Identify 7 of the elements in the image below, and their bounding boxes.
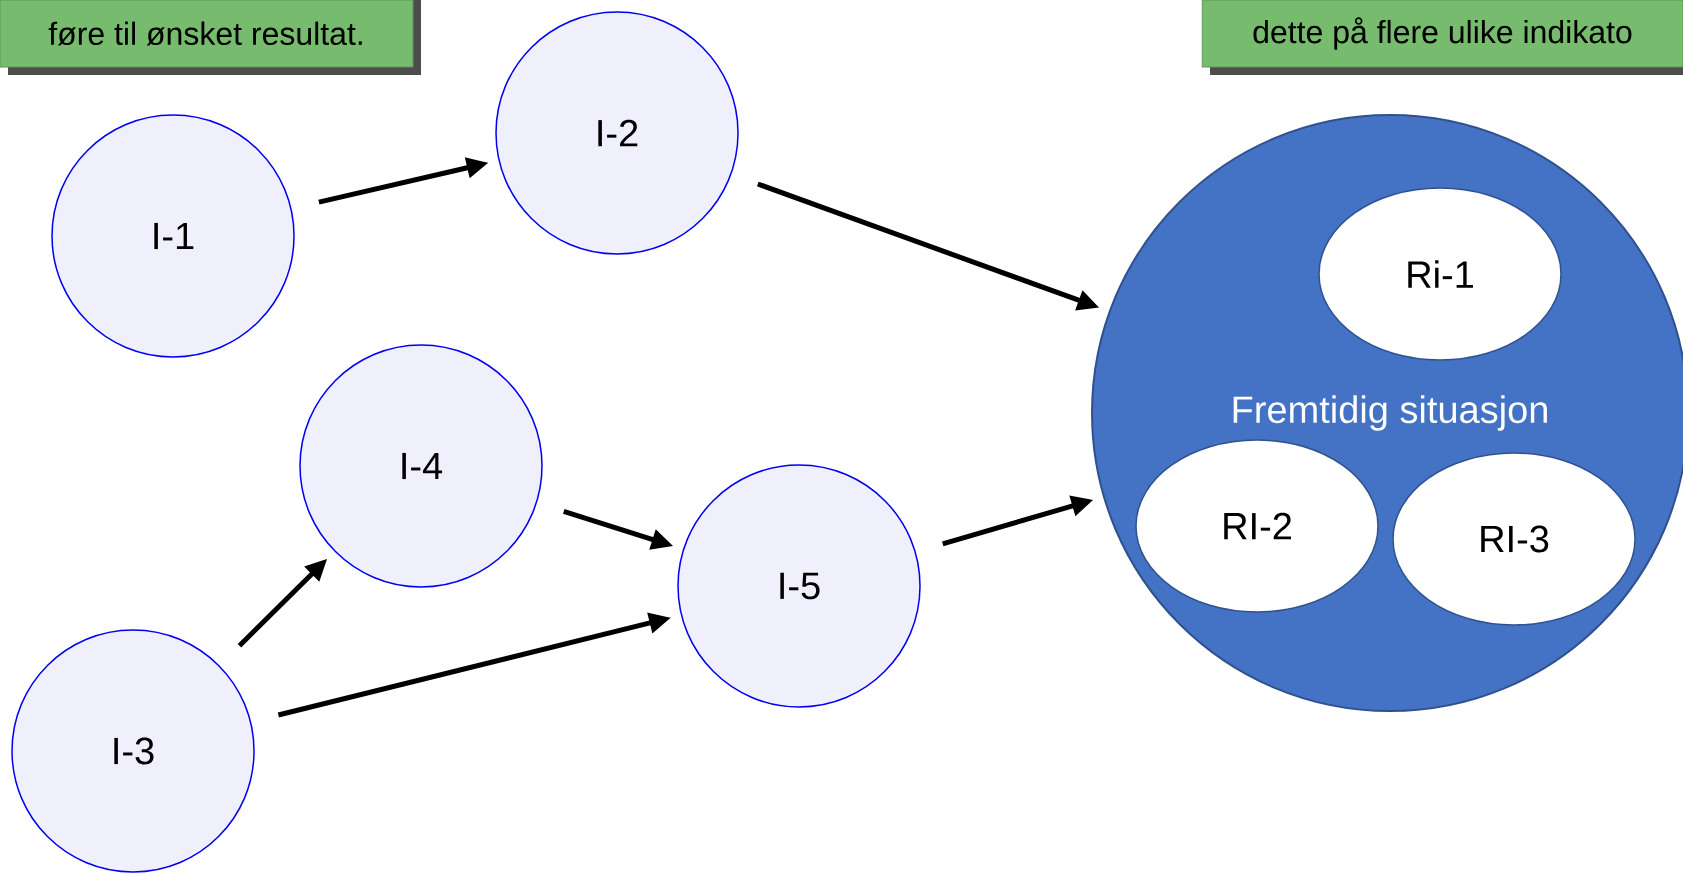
circle-node: I-2 (495, 11, 739, 255)
banner-box: føre til ønsket resultat. (0, 0, 421, 75)
banner-box: dette på flere ulike indikato (1201, 0, 1683, 75)
circle-node: I-4 (299, 344, 543, 588)
circle-node: I-1 (51, 114, 295, 358)
circle-node: I-5 (677, 464, 921, 708)
circle-node: I-3 (11, 629, 255, 873)
